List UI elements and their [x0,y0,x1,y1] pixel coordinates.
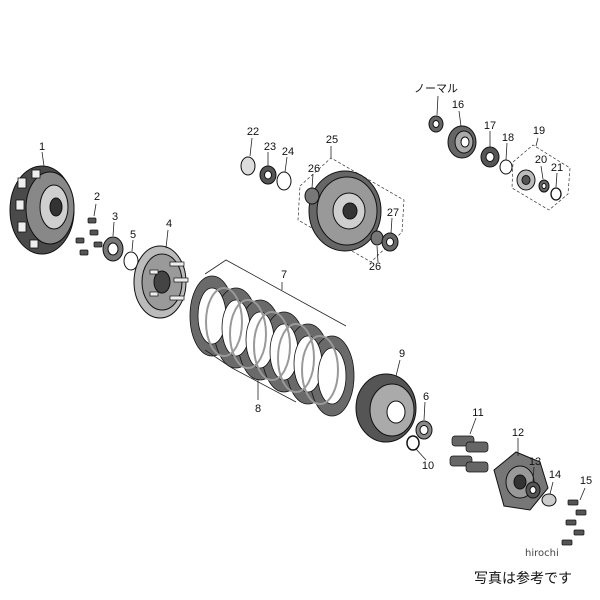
callout-15: 15 [580,475,592,487]
part-clutch-plate-stack [189,275,355,417]
callout-17: 17 [484,120,496,132]
callout-9: 9 [399,348,405,360]
part-bolts-15 [561,499,587,546]
callout-19: 19 [533,125,545,137]
callout-26-lower: 26 [369,261,381,273]
part-washer-18 [499,159,513,175]
part-gear-17 [480,146,500,168]
part-primary-gear-25 [308,170,382,252]
callout-5: 5 [130,229,136,241]
part-washer-22 [240,156,256,176]
part-bearing-23 [259,165,277,185]
callout-1: 1 [39,141,45,153]
callout-14: 14 [549,469,561,481]
part-springs-11 [449,435,489,473]
callout-20: 20 [535,154,547,166]
part-bolts-2 [75,217,103,256]
part-damper-26b [370,230,384,246]
normal-label: ノーマル [414,82,458,95]
part-gear-16 [447,125,477,159]
callout-11: 11 [472,407,483,419]
part-pressure-plate-4 [133,245,189,319]
part-clutch-hub-9 [355,373,417,443]
callout-24: 24 [282,146,294,158]
part-holder-19 [516,169,536,191]
callout-4: 4 [166,218,172,230]
callout-21: 21 [551,162,563,174]
watermark: hirochi [525,548,559,559]
callout-18: 18 [502,132,514,144]
callout-8: 8 [255,403,261,415]
part-bearing-3 [102,236,124,262]
callout-2: 2 [94,191,100,203]
callout-22: 22 [247,126,259,138]
callout-10: 10 [422,460,434,472]
part-damper-26a [304,187,320,205]
part-clutch-outer [9,165,75,255]
callout-25: 25 [326,134,338,146]
callout-12: 12 [512,427,524,439]
callout-23: 23 [264,141,276,153]
callout-3: 3 [112,211,118,223]
part-washer-6 [415,420,433,440]
part-collar-14 [541,493,557,507]
callout-16: 16 [452,99,464,111]
callout-7: 7 [281,269,287,281]
reference-photo-note: 写真は参考です [474,571,572,587]
callout-27: 27 [387,207,399,219]
part-circlip-21 [550,187,562,201]
part-washer-normal [428,115,444,133]
part-circlip-10 [406,435,420,451]
part-washer-24 [276,171,292,191]
part-washer-20 [538,179,550,193]
part-washer-5 [123,251,139,271]
callout-13: 13 [529,456,541,468]
part-bearing-13 [525,481,541,499]
callout-26-upper: 26 [308,163,320,175]
callout-6: 6 [423,391,429,403]
part-bushing-27 [381,232,399,252]
